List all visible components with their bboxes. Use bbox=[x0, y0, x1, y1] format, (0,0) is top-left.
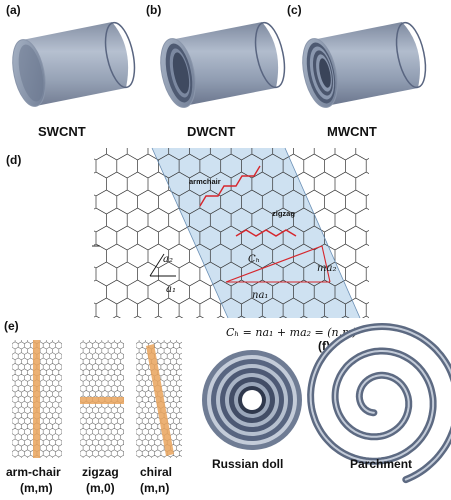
na1-label: na₁ bbox=[252, 290, 268, 301]
panel-label-e: (e) bbox=[4, 319, 19, 333]
hex-lattice bbox=[94, 148, 369, 318]
parchment-caption: Parchment bbox=[350, 457, 412, 471]
swcnt-tube bbox=[12, 21, 136, 107]
a1-label: a₁ bbox=[166, 284, 176, 295]
chiral-vector-equation: Cₕ = na₁ + ma₂ = (n,m) bbox=[226, 326, 357, 339]
tube-lattice bbox=[80, 340, 124, 458]
zigzag-label: zigzag bbox=[272, 209, 295, 218]
dwcnt-tube bbox=[160, 21, 286, 108]
tube-index-1: (m,0) bbox=[86, 481, 115, 495]
ma2-label: ma₂ bbox=[317, 263, 336, 274]
panel-label-c: (c) bbox=[287, 3, 302, 17]
hex-cells bbox=[94, 148, 369, 318]
armchair-zigzag-path bbox=[199, 165, 297, 237]
mwcnt-tube bbox=[302, 21, 427, 108]
lattice-vectors bbox=[92, 245, 331, 283]
graphene-sheet bbox=[94, 148, 369, 318]
tube-index-2: (m,n) bbox=[140, 481, 169, 495]
chiral-tube bbox=[136, 340, 182, 458]
armchair-tube bbox=[12, 340, 62, 458]
panel-label-a: (a) bbox=[6, 3, 21, 17]
zigzag-band bbox=[80, 397, 124, 404]
swcnt-caption: SWCNT bbox=[38, 124, 86, 139]
parchment-highlight bbox=[309, 325, 451, 481]
ch-label: Cₕ bbox=[248, 254, 260, 265]
mwcnt-caption: MWCNT bbox=[327, 124, 377, 139]
zigzag-tube bbox=[80, 340, 124, 458]
panel-label-b: (b) bbox=[146, 3, 161, 17]
russian-doll-caption: Russian doll bbox=[212, 457, 283, 471]
tube-index-0: (m,m) bbox=[20, 481, 53, 495]
chiral-band bbox=[146, 344, 174, 456]
tube-name-1: zigzag bbox=[82, 465, 119, 479]
russian-doll-rings bbox=[202, 350, 302, 450]
tube-name-0: arm-chair bbox=[6, 465, 61, 479]
unit-strip bbox=[152, 148, 360, 318]
tube-name-2: chiral bbox=[140, 465, 172, 479]
dwcnt-caption: DWCNT bbox=[187, 124, 235, 139]
armchair-label: armchair bbox=[189, 177, 221, 186]
tube-lattice bbox=[12, 340, 62, 458]
a2-label: a₂ bbox=[163, 254, 173, 265]
parchment-scroll bbox=[307, 322, 451, 484]
armchair-band bbox=[33, 340, 40, 458]
panel-label-d: (d) bbox=[6, 153, 21, 167]
